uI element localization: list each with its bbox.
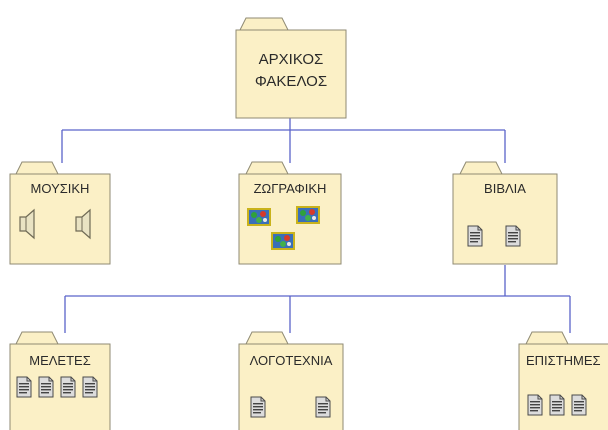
document-icon [250,396,266,418]
folder-sciences-label: ΕΠΙΣΤΗΜΕΣ [526,353,601,368]
document-icon [527,394,543,416]
document-icon [60,376,76,398]
root-folder-label: ΑΡΧΙΚΟΣ ΦΑΚΕΛΟΣ [236,49,346,93]
folder-literature[interactable] [238,331,344,430]
document-icon [82,376,98,398]
document-icon [571,394,587,416]
picture-icon [247,208,271,226]
folder-painting[interactable] [238,161,342,265]
folder-painting-label: ΖΩΓΡΑΦΙΚΗ [253,181,327,196]
picture-icon [271,232,295,250]
folder-music-label: ΜΟΥΣΙΚΗ [30,181,90,196]
document-icon [505,225,521,247]
document-icon [38,376,54,398]
folder-books[interactable] [452,161,558,265]
document-icon [16,376,32,398]
folder-studies-label: ΜΕΛΕΤΕΣ [29,353,91,368]
root-folder[interactable] [235,17,347,119]
picture-icon [296,206,320,224]
folder-literature-label: ΛΟΓΟΤΕΧΝΙΑ [249,353,333,368]
folder-sciences[interactable] [518,331,608,430]
connector-lines [61,118,571,333]
root-label-line2: ΦΑΚΕΛΟΣ [254,73,328,90]
folder-books-label: ΒΙΒΛΙΑ [484,181,526,196]
document-icon [315,396,331,418]
document-icon [467,225,483,247]
document-icon [549,394,565,416]
folder-music[interactable] [9,161,111,265]
root-label-line1: ΑΡΧΙΚΟΣ [258,51,324,68]
folder-studies[interactable] [9,331,111,430]
